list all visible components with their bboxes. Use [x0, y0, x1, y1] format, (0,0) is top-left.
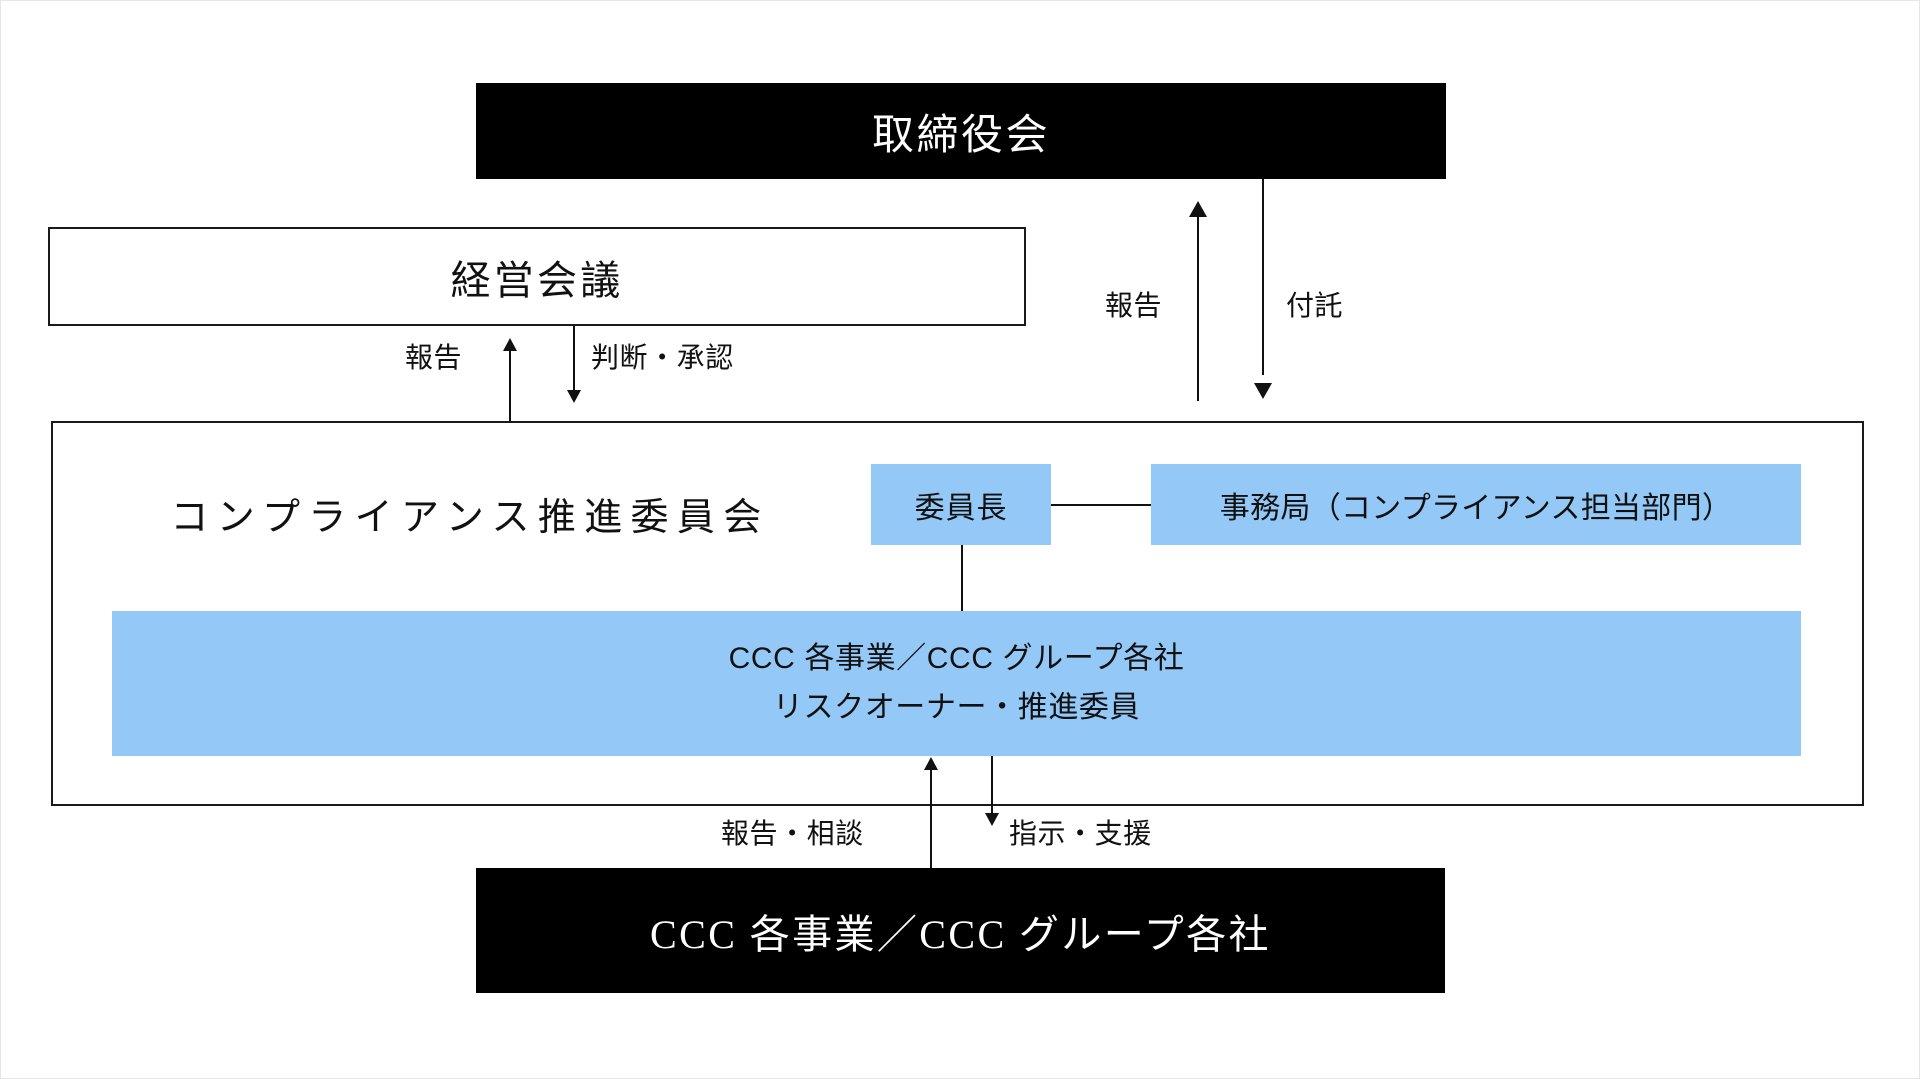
edge-instruct-support-line: [991, 756, 993, 815]
node-risk-owners-line2: リスクオーナー・推進委員: [772, 690, 1141, 724]
node-secretariat-label: 事務局（コンプライアンス担当部門）: [1219, 491, 1733, 525]
edge-instruct-support-arrow-down-icon: [985, 813, 999, 826]
node-compliance-committee-label: コンプライアンス推進委員会: [170, 496, 770, 539]
node-management-meeting-label: 経営会議: [450, 257, 624, 303]
node-chairperson-label: 委員長: [914, 491, 1008, 525]
node-board-of-directors-label: 取締役会: [871, 112, 1051, 159]
node-ccc-businesses: CCC 各事業／CCC グループ各社: [476, 868, 1445, 993]
edge-report-to-board-arrow-up-icon: [1189, 201, 1207, 217]
edge-report-consult-line: [930, 769, 932, 868]
edge-decision-approval-arrow-down-icon: [567, 390, 581, 403]
edge-entrust-line: [1262, 179, 1264, 375]
edge-instruct-support-label: 指示・支援: [1009, 818, 1152, 849]
edge-entrust-arrow-down-icon: [1254, 383, 1272, 399]
edge-entrust-label: 付託: [1286, 290, 1344, 321]
node-chairperson: 委員長: [871, 464, 1051, 545]
edge-report-to-management-arrow-up-icon: [503, 338, 517, 351]
edge-report-to-board-label: 報告: [1105, 290, 1163, 321]
edge-report-consult-label: 報告・相談: [721, 818, 864, 849]
edge-report-consult-arrow-up-icon: [924, 757, 938, 770]
node-board-of-directors: 取締役会: [476, 83, 1446, 179]
node-secretariat: 事務局（コンプライアンス担当部門）: [1151, 464, 1801, 545]
node-risk-owners: CCC 各事業／CCC グループ各社 リスクオーナー・推進委員: [112, 611, 1801, 756]
edge-decision-approval-label: 判断・承認: [591, 342, 734, 373]
edge-chair-riskowners-line: [961, 545, 963, 612]
node-management-meeting: 経営会議: [48, 227, 1026, 326]
edge-decision-approval-line: [573, 326, 575, 392]
edge-report-to-management-line: [509, 350, 511, 421]
edge-report-to-board-line: [1197, 215, 1199, 401]
node-risk-owners-line1: CCC 各事業／CCC グループ各社: [728, 642, 1185, 675]
edge-chair-secretariat-line: [1051, 504, 1151, 506]
edge-report-to-management-label: 報告: [405, 342, 463, 373]
node-ccc-businesses-label: CCC 各事業／CCC グループ各社: [650, 911, 1271, 957]
